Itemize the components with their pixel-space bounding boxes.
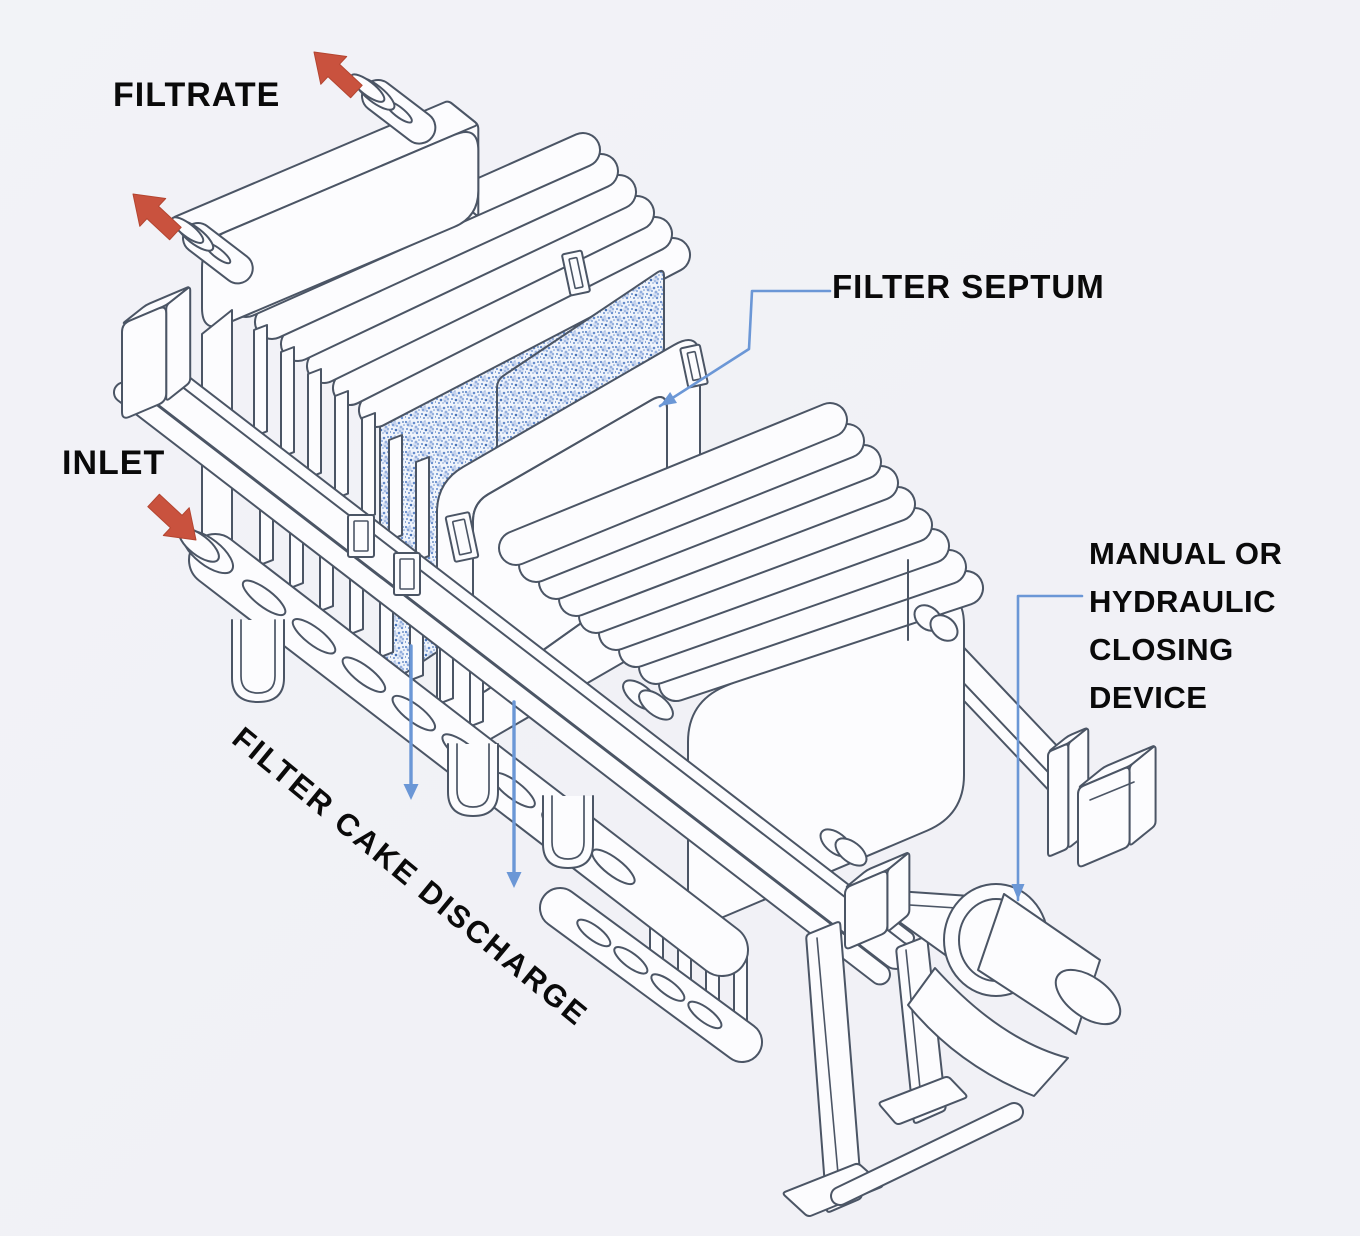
side-rail-left — [113, 286, 915, 986]
leader-arrowhead-icon — [1011, 884, 1025, 900]
label-closing-device: MANUAL OR HYDRAULIC CLOSING DEVICE — [1089, 536, 1283, 715]
tail-stand — [782, 851, 1069, 1218]
hanger-brackets — [231, 619, 594, 869]
filtrate-nozzles — [171, 73, 437, 285]
annotation-arrows — [132, 51, 1084, 902]
plate-lugs — [444, 249, 709, 563]
label-inlet: INLET — [62, 444, 166, 482]
right-plate-pack — [498, 402, 984, 922]
flow-arrow-icon — [313, 51, 363, 99]
leader-arrowhead-icon — [660, 392, 678, 406]
label-filter-septum: FILTER SEPTUM — [832, 268, 1105, 305]
closing-device — [943, 727, 1157, 1035]
flow-arrow-icon — [147, 493, 197, 541]
label-filtrate: FILTRATE — [113, 76, 281, 114]
flow-arrow-icon — [132, 193, 182, 241]
